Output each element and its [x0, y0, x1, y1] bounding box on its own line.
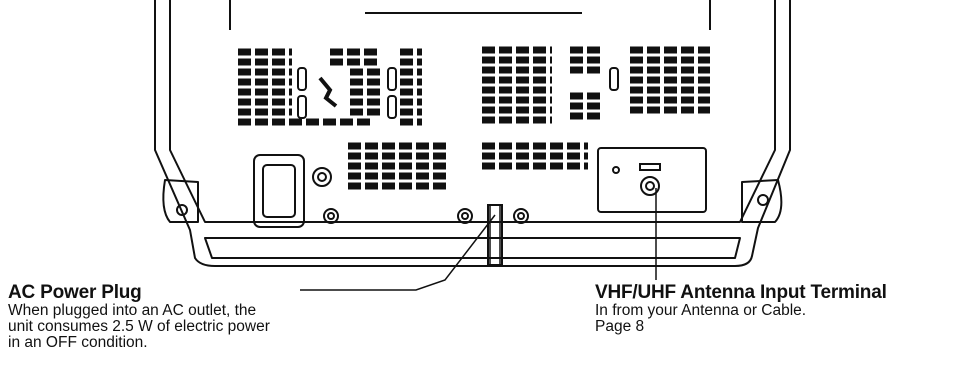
ac-power-plug-desc-line: When plugged into an AC outlet, the: [8, 301, 257, 319]
cabinet-outline: [154, 0, 791, 267]
vent-grid-right: [570, 46, 710, 120]
ac-socket-recess: [253, 154, 305, 228]
screw-icon: [513, 208, 529, 224]
screw-icon: [323, 208, 339, 224]
power-cord-grommet: [487, 204, 503, 266]
ac-power-plug-desc-line: unit consumes 2.5 W of electric power: [8, 318, 270, 336]
slot: [609, 67, 619, 91]
screw-center: [327, 212, 335, 220]
screw-center: [517, 212, 525, 220]
slot: [297, 95, 307, 119]
ac-power-plug-desc-line: in an OFF condition.: [8, 334, 148, 352]
slot: [387, 67, 397, 91]
slot: [387, 95, 397, 119]
ac-power-plug-callout: AC Power Plug When plugged into an AC ou…: [8, 283, 308, 352]
antenna-input-terminal-icon: [640, 176, 660, 196]
cabinet-inner-outline: [169, 0, 776, 223]
ac-power-plug-title: AC Power Plug: [8, 282, 142, 303]
slot: [297, 67, 307, 91]
cord-hook-symbol: [318, 76, 338, 108]
antenna-terminal-plate: [597, 147, 707, 213]
right-mount-tab: [741, 179, 783, 223]
screw-icon: [757, 194, 769, 206]
terminal-label-plate: [639, 163, 661, 171]
ac-plug-leader-line: [300, 214, 496, 291]
screw-icon: [457, 208, 473, 224]
antenna-terminal-page-ref: Page 8: [595, 318, 645, 336]
vent-grid-center: [482, 46, 552, 124]
left-mount-tab: [162, 179, 199, 223]
vent-grid-center-lower: [482, 142, 588, 170]
cabinet-base: [204, 237, 741, 259]
screw-center: [461, 212, 469, 220]
vent-slots: [238, 46, 710, 190]
vent-grid-left-lower: [348, 142, 450, 190]
antenna-terminal-callout: VHF/UHF Antenna Input Terminal In from y…: [595, 283, 967, 335]
round-knob-center: [317, 172, 327, 182]
antenna-terminal-title: VHF/UHF Antenna Input Terminal: [595, 282, 887, 303]
round-knob: [312, 167, 332, 187]
screw-icon: [176, 204, 188, 216]
ac-socket-inner: [262, 164, 296, 218]
antenna-terminal-desc-line: In from your Antenna or Cable.: [595, 301, 807, 319]
antenna-input-terminal-center: [645, 181, 655, 191]
vent-grid-left: [238, 48, 422, 126]
plate-hole: [612, 166, 620, 174]
